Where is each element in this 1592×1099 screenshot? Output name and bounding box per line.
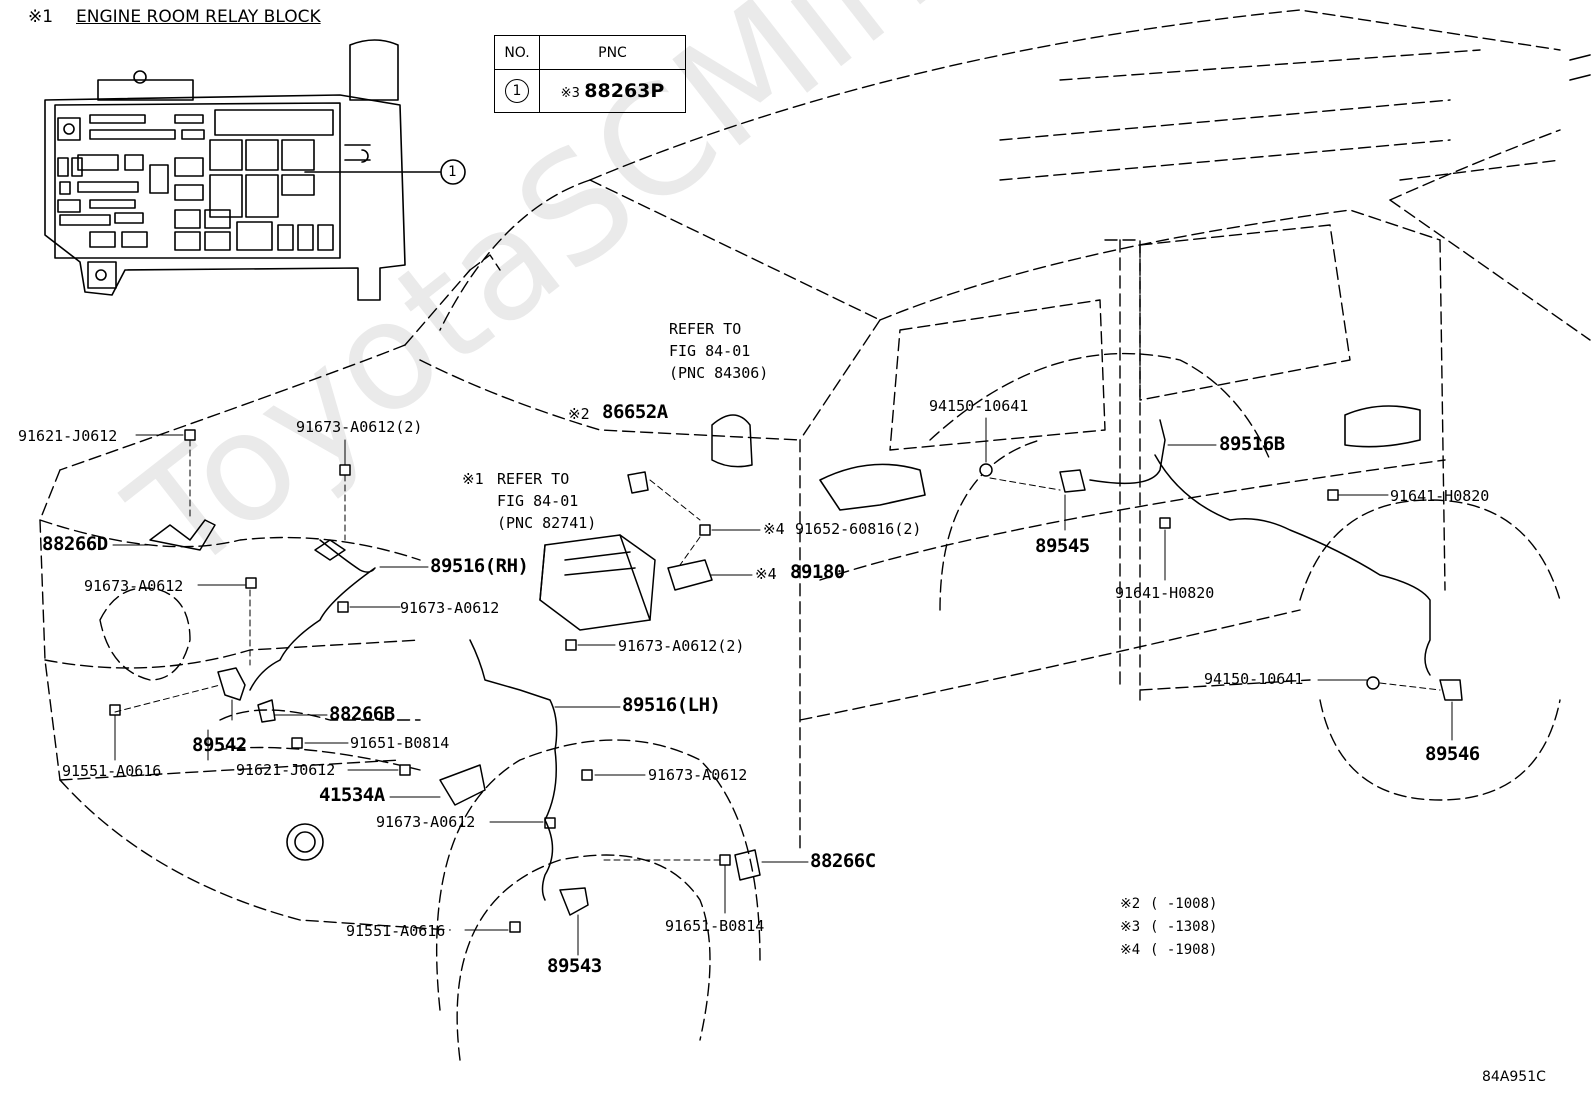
refer-84306-line1: REFER TO <box>669 320 742 338</box>
label-89180: 89180 <box>790 561 845 583</box>
refer-84306-line3: (PNC 84306) <box>669 364 769 382</box>
label-41534a: 41534A <box>319 784 385 806</box>
pnc-table-header-pnc: PNC <box>539 35 686 70</box>
refer-82741-line1: REFER TO <box>497 470 570 488</box>
label-91673-a0612-2: 91673-A0612(2) <box>296 418 423 436</box>
label-88266d: 88266D <box>42 533 108 555</box>
label-94150-10641-b: 94150-10641 <box>1204 670 1304 688</box>
label-91641-h0820-b: 91641-H0820 <box>1115 584 1215 602</box>
relay-block-title: ENGINE ROOM RELAY BLOCK <box>76 7 321 27</box>
note-4-mark: ※4 <box>1120 942 1141 958</box>
relay-block-mark: ※1 <box>28 7 54 27</box>
pnc-table: NO. PNC 1 ※3 88263P <box>494 35 686 113</box>
label-91621-j0612: 91621-J0612 <box>18 427 118 445</box>
label-94150-10641: 94150-10641 <box>929 397 1029 415</box>
label-91673-a0612-b: 91673-A0612 <box>400 599 500 617</box>
pnc-row-value: 88263P <box>584 80 665 102</box>
label-91551-a0616: 91551-A0616 <box>62 762 162 780</box>
label-91551-a0616-b: 91551-A0616 <box>346 922 446 940</box>
label-89542: 89542 <box>192 734 247 756</box>
label-86652a: 86652A <box>602 401 668 423</box>
label-89545: 89545 <box>1035 535 1090 557</box>
label-89516-rh: 89516(RH) <box>430 555 529 577</box>
label-86652a-mark: ※2 <box>568 405 590 423</box>
refer-82741-line2: FIG 84-01 <box>497 492 579 510</box>
label-91673-a0612-2b: 91673-A0612(2) <box>618 637 745 655</box>
relay-callout-number: 1 <box>448 164 457 180</box>
note-3-text: ( -1308) <box>1150 919 1218 935</box>
vehicle-body <box>39 9 1591 1061</box>
label-89543: 89543 <box>547 955 602 977</box>
label-89546: 89546 <box>1425 743 1480 765</box>
note-4-text: ( -1908) <box>1150 942 1218 958</box>
relay-block-drawing <box>44 39 441 301</box>
label-91621-j0612-b: 91621-J0612 <box>236 761 336 779</box>
note-2-text: ( -1008) <box>1150 896 1218 912</box>
label-89180-mark: ※4 <box>755 565 777 583</box>
vehicle-solid-details <box>286 54 1591 861</box>
leader-lines <box>112 417 1453 956</box>
label-89516b: 89516B <box>1219 433 1285 455</box>
refer-82741-line3: (PNC 82741) <box>497 514 597 532</box>
label-88266b: 88266B <box>329 703 395 725</box>
label-91651-b0814-b: 91651-B0814 <box>665 917 765 935</box>
refer-84306-line2: FIG 84-01 <box>669 342 751 360</box>
label-88266c: 88266C <box>810 850 876 872</box>
label-91641-h0820: 91641-H0820 <box>1390 487 1490 505</box>
pnc-table-header-no: NO. <box>494 35 540 70</box>
pnc-table-row-no: 1 <box>494 69 540 113</box>
pnc-row-note: ※3 <box>560 86 580 101</box>
label-91651-b0814: 91651-B0814 <box>350 734 450 752</box>
label-91673-a0612-d: 91673-A0612 <box>376 813 476 831</box>
pnc-row-number: 1 <box>505 79 529 103</box>
label-91652-60816: 91652-60816(2) <box>795 520 922 538</box>
parts <box>109 414 1463 933</box>
label-89516-lh: 89516(LH) <box>622 694 721 716</box>
refer-82741-mark: ※1 <box>462 470 484 488</box>
callout-circle-relay <box>440 159 466 185</box>
pnc-table-row-pnc: ※3 88263P <box>539 69 686 113</box>
label-91673-a0612: 91673-A0612 <box>84 577 184 595</box>
note-2-mark: ※2 <box>1120 896 1141 912</box>
note-3-mark: ※3 <box>1120 919 1141 935</box>
figure-id: 84A951C <box>1482 1069 1546 1085</box>
label-91652-mark: ※4 <box>763 520 785 538</box>
label-91673-a0612-c: 91673-A0612 <box>648 766 748 784</box>
